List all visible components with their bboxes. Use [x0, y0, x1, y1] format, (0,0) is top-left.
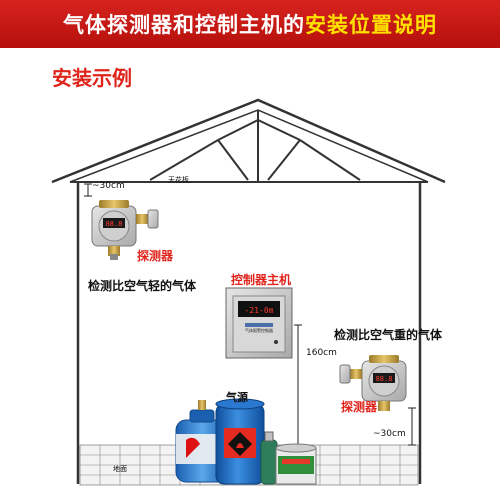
heavier-gas-label: 检测比空气重的气体 — [334, 328, 443, 342]
bottom-dimension — [408, 407, 416, 446]
paint-can — [275, 443, 317, 485]
example-title: 安装示例 — [52, 66, 132, 90]
banner-title-yellow: 安装位置说明 — [305, 13, 437, 37]
controller-label: 控制器主机 — [231, 273, 292, 287]
blue-drum — [215, 398, 265, 485]
left-detector — [91, 200, 159, 260]
top-distance-label: ~30cm — [92, 181, 125, 191]
controller-display: -21-0m — [245, 306, 274, 315]
controller-height-label: 160cm — [306, 348, 337, 358]
header-banner: 气体探测器和控制主机的 安装位置说明 — [0, 0, 500, 48]
floor-label: 地面 — [113, 465, 127, 473]
roof-truss — [149, 110, 361, 182]
gas-source-label: 气源 — [226, 391, 248, 404]
lighter-gas-label: 检测比空气轻的气体 — [88, 279, 197, 293]
roof-outer — [51, 98, 446, 184]
bottom-distance-label: ~30cm — [373, 429, 406, 439]
right-detector-label: 探测器 — [341, 400, 378, 414]
ceiling-label: 天花板 — [168, 176, 189, 184]
left-detector-display: 88.8 — [106, 220, 123, 228]
controller-unit — [225, 287, 293, 359]
controller-panel-caption: 气体报警控制器 — [245, 327, 273, 333]
controller-height-dimension — [294, 324, 302, 446]
top-dimension — [84, 183, 92, 197]
walls — [76, 182, 422, 484]
left-detector-label: 探测器 — [137, 249, 174, 263]
right-detector — [339, 355, 407, 411]
small-bottle — [260, 431, 278, 485]
banner-title-white: 气体探测器和控制主机的 — [63, 13, 305, 37]
right-detector-display: 88.8 — [376, 375, 393, 383]
